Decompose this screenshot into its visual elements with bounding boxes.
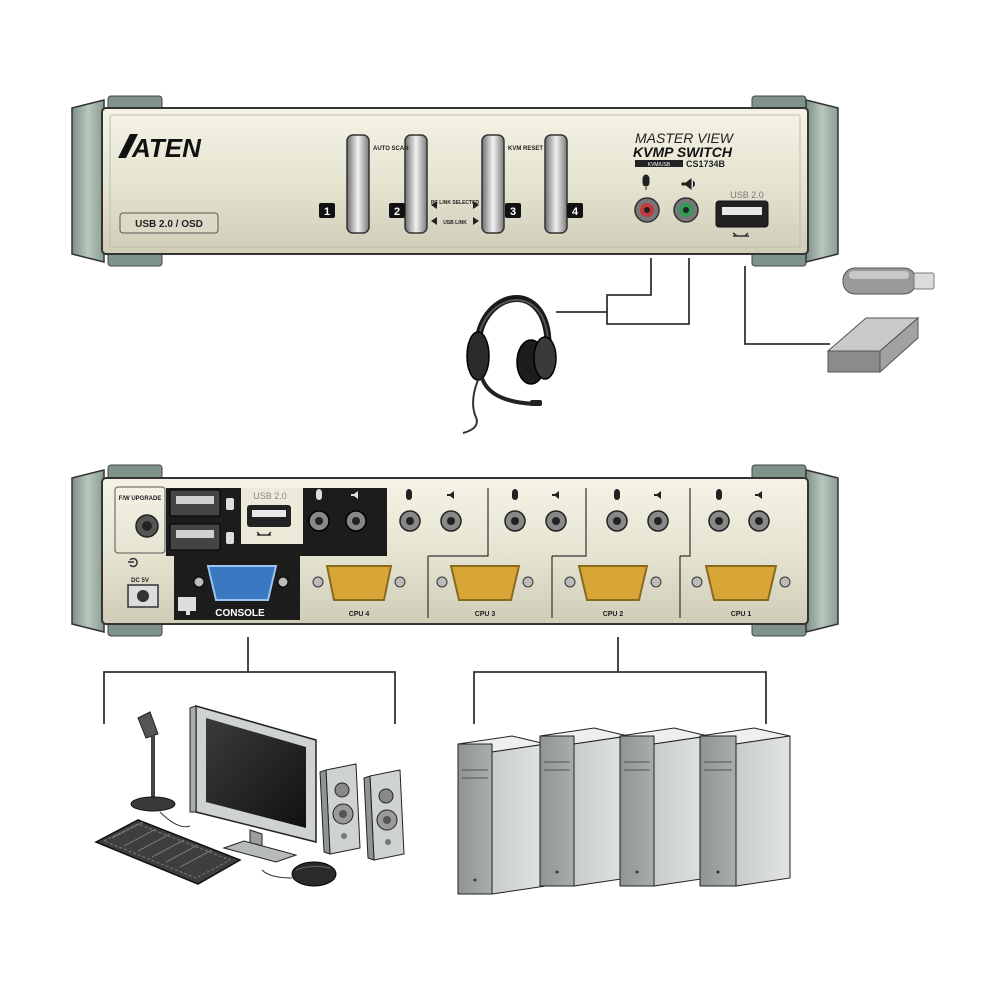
- port-button-4[interactable]: [544, 134, 568, 234]
- keyboard-icon: [94, 819, 242, 885]
- usb-link-label: USB LINK: [443, 220, 467, 226]
- console-peripherals: [94, 705, 405, 887]
- cpu4-vga-port[interactable]: [325, 565, 393, 601]
- aten-logo-icon: [118, 134, 138, 158]
- speaker-icon: [681, 177, 695, 191]
- port-button-2[interactable]: [404, 134, 428, 234]
- product-tag: KVM/USB: [648, 162, 671, 168]
- product-name-line1: MASTER VIEW: [635, 130, 735, 146]
- cpu2-speaker-icon: [654, 491, 661, 499]
- mic-cable: [159, 811, 191, 828]
- console-speaker-icon: [351, 491, 358, 499]
- fw-upgrade-label: F/W UPGRADE: [119, 496, 162, 502]
- port-number-1: 1: [324, 206, 330, 218]
- server-tower-4-icon: [699, 727, 791, 887]
- rear-usb-symbol-icon: [256, 531, 272, 536]
- front-connection-lines: [556, 258, 830, 345]
- cpu2-vga-port[interactable]: [577, 565, 649, 601]
- cpu1-mic-icon: [716, 489, 722, 500]
- port-button-3[interactable]: [481, 134, 505, 234]
- port-number-badge-2: [389, 203, 405, 218]
- model-number: CS1734B: [686, 159, 726, 169]
- rear-usb-label: USB 2.0: [253, 491, 287, 501]
- speaker-left-icon: [319, 763, 361, 855]
- divider-3: [680, 488, 691, 557]
- auto-scan-label: AUTO SCAN: [373, 146, 409, 152]
- cpu2-label: CPU 2: [603, 611, 624, 618]
- cpu4-label: CPU 4: [349, 611, 370, 618]
- cpu4-mic-icon: [406, 489, 412, 500]
- kvm-reset-label: KVM RESET: [508, 146, 543, 152]
- front-right-bracket: [805, 99, 839, 263]
- rear-bracket-top-right: [751, 464, 807, 480]
- dc-polarity-icon: [128, 557, 138, 568]
- port-button-1[interactable]: [346, 134, 370, 234]
- cpu-port-2: CPU 2: [564, 489, 669, 618]
- port-number-badge-3: [505, 203, 521, 218]
- headset-icon: [462, 295, 557, 434]
- microphone-icon: [642, 174, 650, 190]
- usb-flash-drive-icon: [842, 267, 935, 295]
- rear-panel: F/W UPGRADE DC 5V USB 2.0 CONSOLE: [71, 464, 839, 637]
- product-name-line2: KVMP SWITCH: [633, 144, 733, 160]
- front-panel: ATEN USB 2.0 / OSD 1 2 3 4 AUTO SCAN KVM…: [71, 95, 839, 267]
- usb-osd-badge: [119, 212, 219, 234]
- cpu1-label: CPU 1: [731, 611, 752, 618]
- console-vga-port[interactable]: [206, 565, 278, 601]
- cpu4-speaker-icon: [447, 491, 454, 499]
- port-number-2: 2: [394, 206, 400, 218]
- server-tower-3-icon: [619, 727, 709, 887]
- monitor-icon: [189, 705, 317, 863]
- product-tag-badge: [635, 160, 683, 167]
- front-panel-body: [101, 107, 809, 255]
- usb-osd-label: USB 2.0 / OSD: [135, 219, 203, 230]
- rear-connection-lines: [103, 637, 767, 724]
- speaker-right-icon: [363, 769, 405, 861]
- server-tower-2-icon: [539, 727, 629, 887]
- rear-right-bracket: [805, 469, 839, 633]
- console-mic-icon: [316, 489, 322, 500]
- cpu1-speaker-icon: [755, 491, 762, 499]
- rear-left-bracket: [71, 469, 105, 633]
- console-label: CONSOLE: [215, 608, 265, 619]
- cpu1-vga-port[interactable]: [704, 565, 778, 601]
- desk-microphone-icon: [130, 711, 176, 812]
- server-tower-1-icon: [457, 735, 547, 895]
- monitor-port-icon: [178, 597, 196, 611]
- cpu3-label: CPU 3: [475, 611, 496, 618]
- port-number-4: 4: [572, 206, 579, 218]
- cpu3-mic-icon: [512, 489, 518, 500]
- keyboard-port-icon: [226, 532, 234, 544]
- dc-label: DC 5V: [131, 578, 149, 584]
- cpu-port-1: CPU 1: [691, 489, 791, 618]
- cpu3-speaker-icon: [552, 491, 559, 499]
- brand-logo: ATEN: [131, 133, 202, 163]
- port-number-badge-4: [567, 203, 583, 218]
- cpu-port-4: CPU 4: [312, 489, 462, 618]
- cpu2-mic-icon: [614, 489, 620, 500]
- usb-symbol-icon: [732, 232, 749, 237]
- port-button-group: 1 2 3 4 AUTO SCAN KVM RESET PC LINK SELE…: [319, 134, 583, 234]
- port-number-3: 3: [510, 206, 516, 218]
- divider-2: [552, 488, 587, 557]
- cpu3-vga-port[interactable]: [449, 565, 521, 601]
- front-left-bracket: [71, 99, 105, 263]
- pc-link-selected-label: PC LINK SELECTED: [431, 200, 479, 206]
- mouse-port-icon: [226, 498, 234, 510]
- external-hard-drive-icon: [826, 316, 920, 374]
- front-usb-label: USB 2.0: [730, 190, 764, 200]
- server-group: [457, 727, 791, 895]
- divider-1: [428, 488, 489, 557]
- mouse-icon: [261, 861, 337, 887]
- cpu-port-3: CPU 3: [436, 489, 567, 618]
- port-number-badge-1: [319, 203, 335, 218]
- rear-bracket-top-left: [107, 464, 163, 480]
- fw-upgrade-frame: [114, 486, 166, 554]
